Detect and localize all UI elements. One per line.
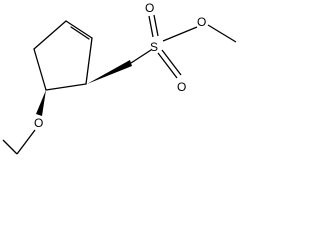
cyclopentene-ring	[33, 20, 93, 91]
wedge-bond-ch2	[87, 60, 132, 84]
ring-bond-c1-c5	[45, 83, 87, 91]
sulfonyl-oxygen-bottom-label: O	[177, 80, 186, 94]
wedge-bond-ether-oxygen	[36, 90, 46, 116]
ring-bond-c2-c1	[33, 48, 47, 91]
ring-bond-c3-c2	[33, 20, 67, 50]
ether-oxygen-label: O	[34, 116, 43, 130]
sulfonyl-double-bond-top	[148, 14, 159, 38]
structure-canvas: S O O O O	[0, 0, 239, 159]
sulfonyl-oxygen-top-label: O	[145, 1, 154, 15]
ring-bond-c3-c4-double	[70, 26, 90, 40]
bond-o-methyl	[207, 24, 237, 43]
bond-ch2-s	[130, 49, 152, 64]
bond-o-ethyl-ch2	[16, 129, 36, 155]
ester-oxygen-label: O	[197, 15, 206, 29]
sulfur-atom-label: S	[150, 40, 158, 54]
bond-s-o	[162, 26, 198, 42]
ring-bond-c3-c4	[65, 20, 93, 39]
bond-ethyl-ch2-ch3	[2, 139, 18, 155]
ring-bond-c5-c4	[85, 37, 93, 85]
molecule-drawing: S O O O O	[2, 1, 237, 155]
sulfonyl-double-bond-bottom	[157, 49, 182, 79]
